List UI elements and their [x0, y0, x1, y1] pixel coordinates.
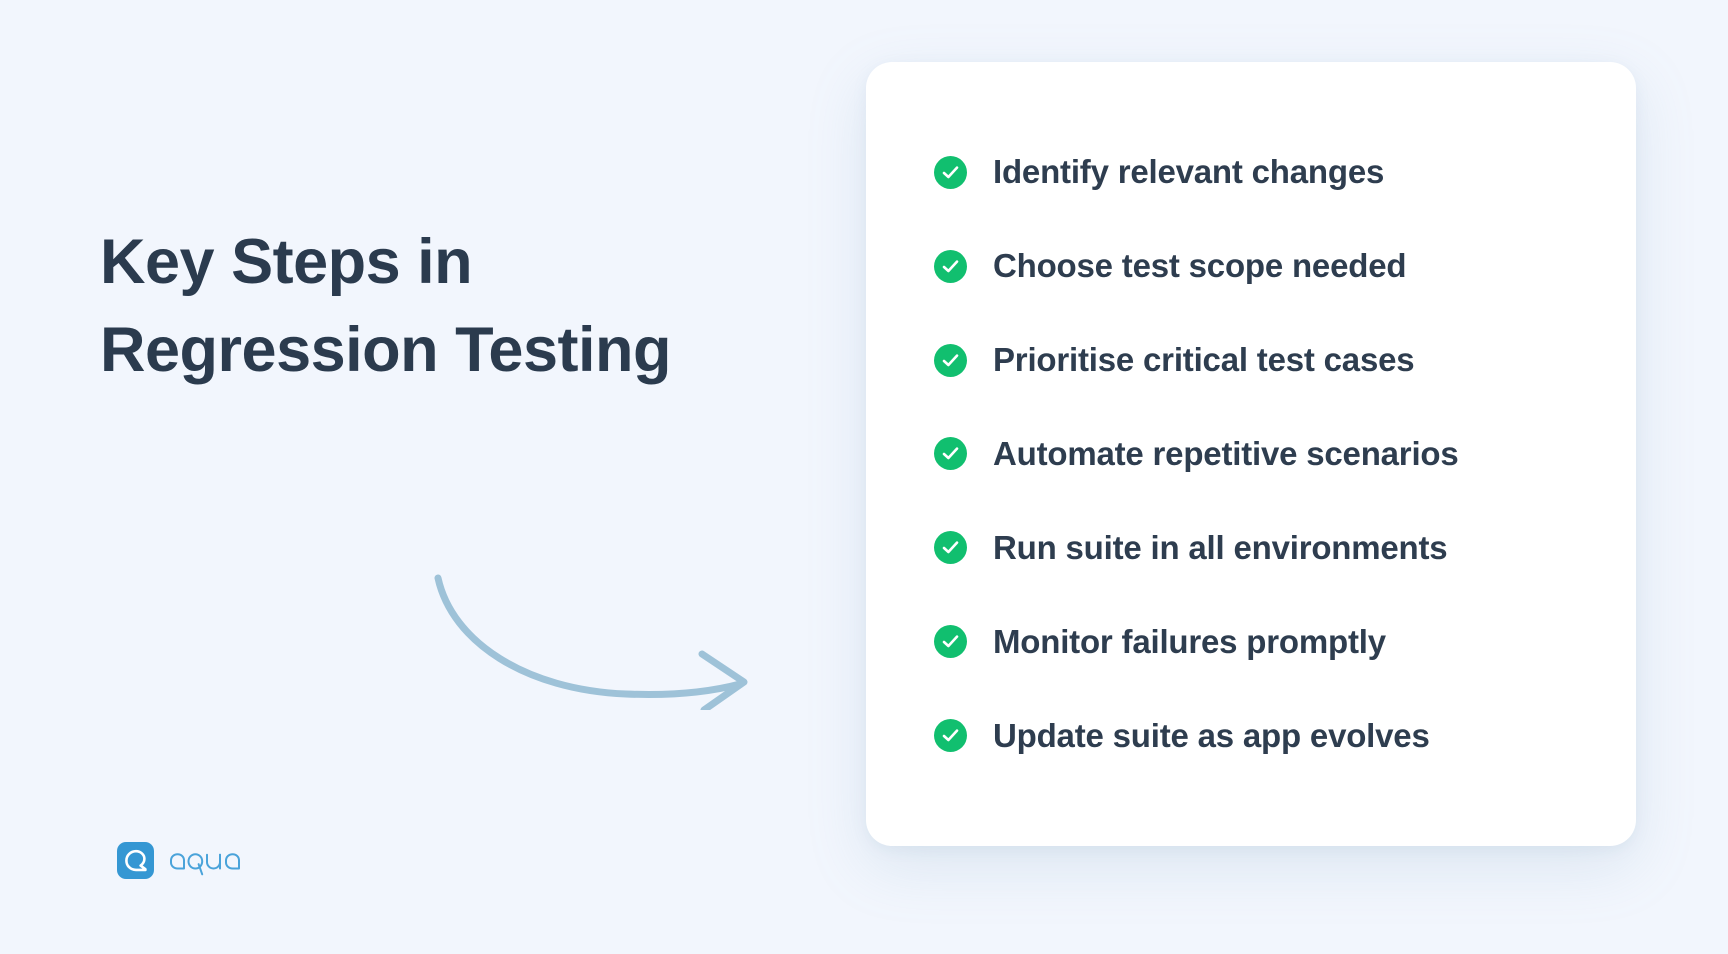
check-circle-icon [934, 155, 967, 189]
checklist: Identify relevant changes Choose test sc… [866, 153, 1636, 754]
check-circle-icon [934, 625, 967, 659]
check-circle-icon [934, 437, 967, 471]
check-circle-icon [934, 249, 967, 283]
list-item: Monitor failures promptly [934, 622, 1596, 660]
list-item-label: Prioritise critical test cases [993, 340, 1415, 378]
list-item-label: Choose test scope needed [993, 246, 1407, 284]
page-title-line-1: Key Steps in [100, 227, 473, 297]
list-item: Identify relevant changes [934, 153, 1596, 190]
check-circle-icon [934, 719, 967, 753]
list-item: Automate repetitive scenarios [934, 434, 1596, 472]
list-item-label: Identify relevant changes [993, 153, 1385, 190]
page-title-line-2: Regression Testing [100, 315, 671, 385]
list-item-label: Run suite in all environments [993, 528, 1448, 566]
page-title: Key Steps in Regression Testing [100, 218, 800, 394]
list-item: Prioritise critical test cases [934, 340, 1596, 378]
list-item-label: Monitor failures promptly [993, 622, 1386, 660]
aqua-wordmark [168, 846, 245, 876]
list-item-label: Automate repetitive scenarios [993, 434, 1459, 472]
aqua-logo [117, 842, 245, 879]
curved-arrow-icon [430, 570, 790, 714]
list-item: Choose test scope needed [934, 246, 1596, 284]
left-panel: Key Steps in Regression Testing [100, 218, 800, 879]
list-item: Run suite in all environments [934, 528, 1596, 566]
check-circle-icon [934, 531, 967, 565]
check-circle-icon [934, 343, 967, 377]
checklist-card: Identify relevant changes Choose test sc… [866, 62, 1636, 846]
list-item-label: Update suite as app evolves [993, 716, 1430, 754]
aqua-logo-mark-icon [117, 842, 154, 879]
list-item: Update suite as app evolves [934, 716, 1596, 754]
